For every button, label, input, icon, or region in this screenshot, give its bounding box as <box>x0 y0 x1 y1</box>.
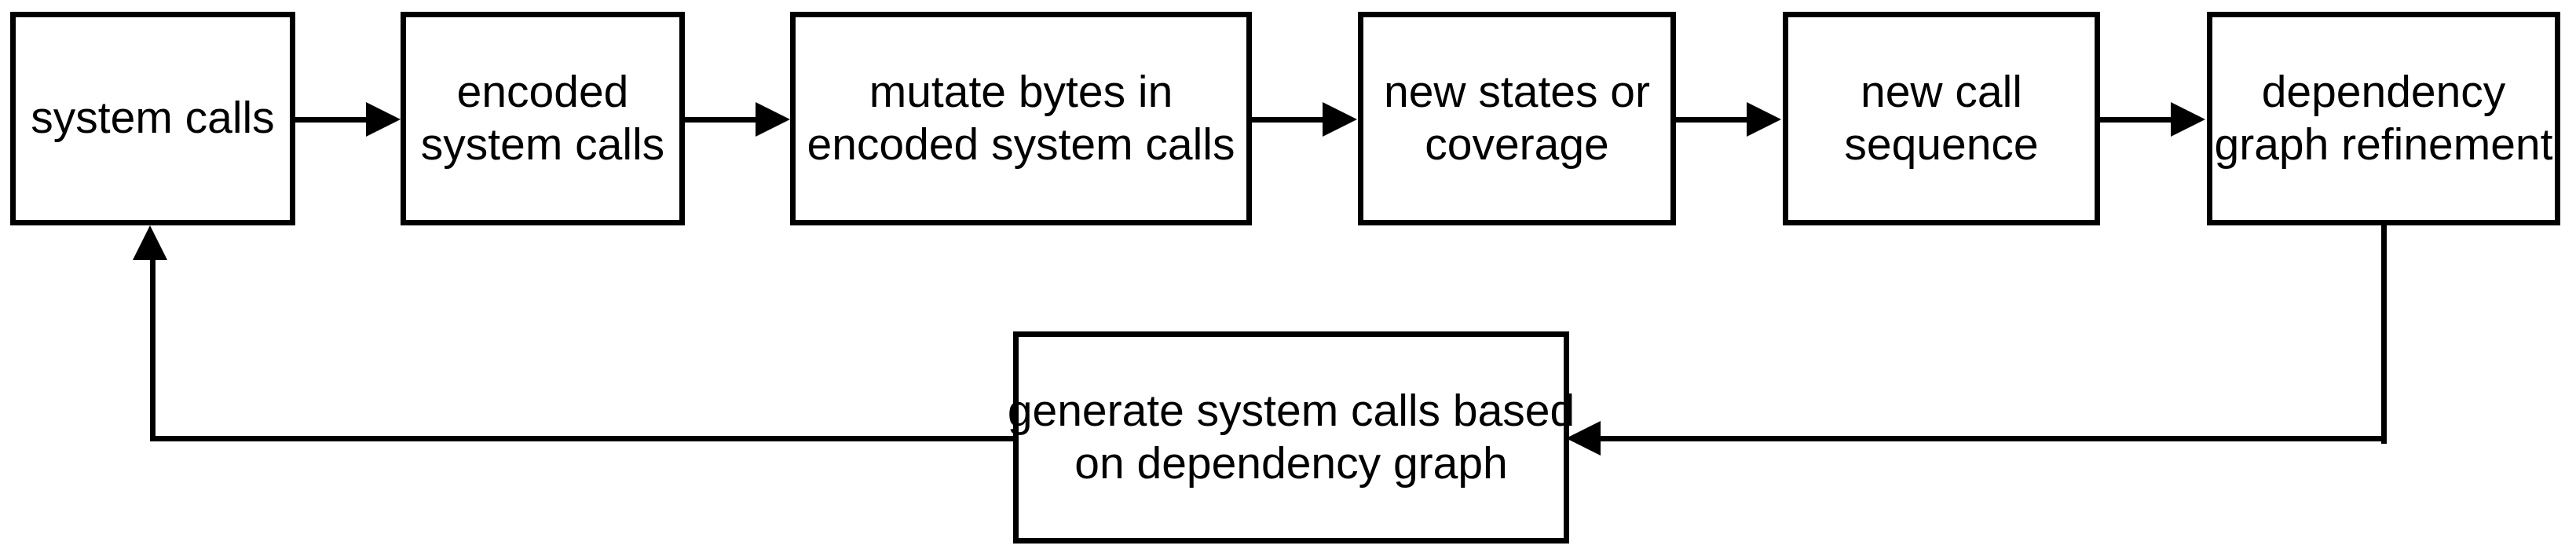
flow-node-label-line: dependency <box>2261 66 2506 117</box>
flow-node-label-line: new call <box>1861 66 2022 117</box>
flow-node-label-line: new states or <box>1384 66 1650 117</box>
arrowhead-right-icon <box>756 102 790 137</box>
edge-dependency-graph-refinement-down <box>2381 225 2387 444</box>
flow-node-label-line: coverage <box>1425 119 1609 170</box>
edge-encoded-system-calls-to-mutate-bytes <box>685 117 757 123</box>
flow-node-label-line: sequence <box>1844 119 2039 170</box>
edge-to-generate-system-calls <box>1601 436 2387 441</box>
edge-new-call-sequence-to-dependency-graph-refinement <box>2100 117 2172 123</box>
flow-node-label-line: encoded system calls <box>807 119 1235 170</box>
flow-node-label-line: graph refinement <box>2214 119 2553 170</box>
arrowhead-left-icon <box>1566 421 1601 456</box>
flow-node-dependency-graph-refinement: dependency graph refinement <box>2207 12 2560 225</box>
arrowhead-up-icon <box>133 225 167 260</box>
arrowhead-right-icon <box>2171 102 2205 137</box>
flow-node-label-line: on dependency graph <box>1074 438 1508 489</box>
edge-system-calls-to-encoded-system-calls <box>295 117 368 123</box>
flow-node-label-line: generate system calls based <box>1007 385 1575 436</box>
edge-mutate-bytes-to-new-states-coverage <box>1252 117 1324 123</box>
flow-node-label-line: mutate bytes in <box>869 66 1173 117</box>
flow-node-label-line: system calls <box>31 93 275 144</box>
flow-node-label-line: system calls <box>420 119 665 170</box>
flow-node-label-line: encoded <box>456 66 629 117</box>
flow-node-system-calls: system calls <box>10 12 295 225</box>
edge-left-up-to-system-calls <box>150 243 156 441</box>
edge-new-states-coverage-to-new-call-sequence <box>1676 117 1748 123</box>
arrowhead-right-icon <box>1323 102 1357 137</box>
flow-node-new-call-sequence: new call sequence <box>1783 12 2100 225</box>
flow-node-generate-system-calls: generate system calls based on dependenc… <box>1008 331 1575 544</box>
flow-node-new-states-coverage: new states or coverage <box>1358 12 1676 225</box>
flow-node-mutate-bytes: mutate bytes in encoded system calls <box>790 12 1252 225</box>
arrowhead-right-icon <box>366 102 401 137</box>
arrowhead-right-icon <box>1747 102 1781 137</box>
edge-generate-system-calls-to-left <box>152 436 1016 441</box>
flow-node-encoded-system-calls: encoded system calls <box>401 12 685 225</box>
